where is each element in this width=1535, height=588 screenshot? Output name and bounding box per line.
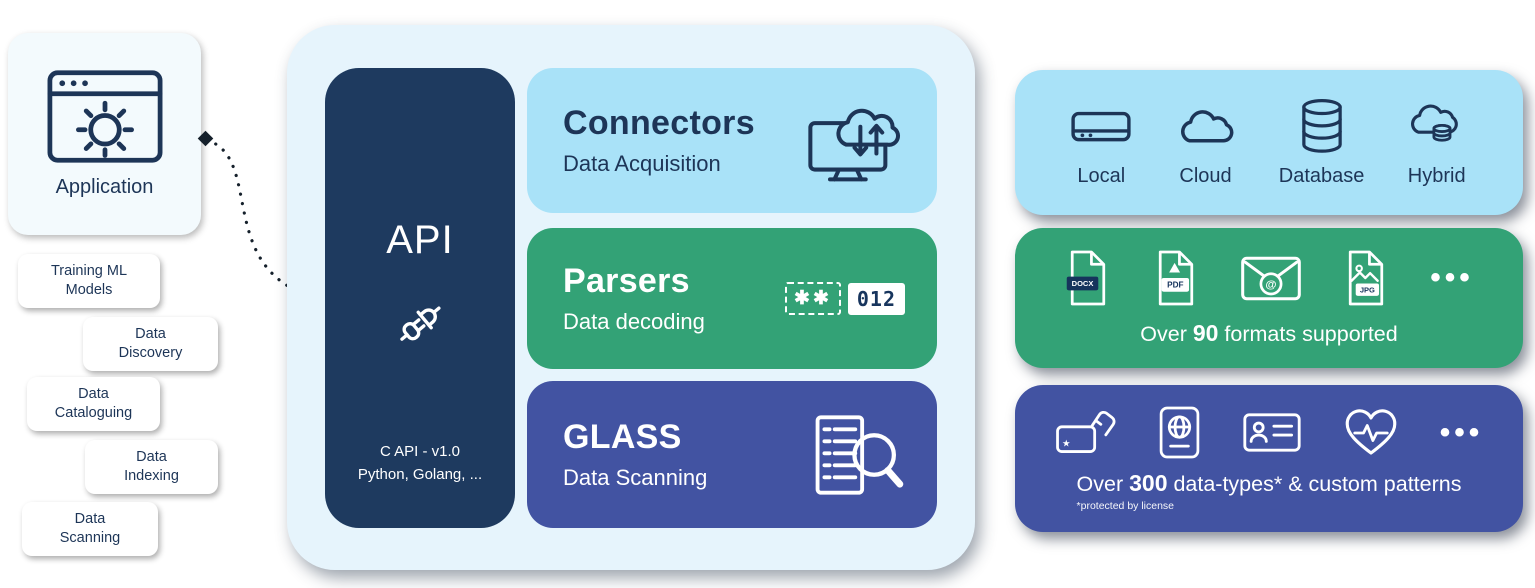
storage-label: Cloud (1179, 165, 1232, 187)
pdf-file-icon: PDF (1159, 250, 1194, 306)
license-footnote: *protected by license (1076, 500, 1175, 512)
parsers-title: Parsers (563, 262, 690, 301)
storage-label: Database (1278, 165, 1365, 187)
glass-subtitle: Data Scanning (563, 464, 708, 490)
use-case-training-ml-models: Training ML Models (18, 254, 160, 308)
formats-caption: Over 90 formats supported (1140, 320, 1398, 346)
cloud-download-monitor-icon (808, 108, 900, 181)
formats-icons-row: DOCX PDF @ (1064, 249, 1474, 307)
connectors-title: Connectors (563, 104, 755, 143)
card-star-glyph: ★ (1062, 438, 1070, 448)
hybrid-cloud-database-icon (1410, 104, 1458, 142)
formats-box: DOCX PDF @ (1015, 228, 1523, 368)
core-container: API C API - v1.0 Python, Golang, (287, 25, 975, 570)
browser-gear-icon (47, 70, 162, 163)
parsers-module: Parsers Data decoding ✱✱ 012 (527, 228, 937, 369)
jpg-image-icon: JPG (1349, 250, 1384, 306)
connectors-subtitle: Data Acquisition (563, 150, 721, 176)
masked-data-icon: ✱✱ 012 (785, 282, 905, 315)
glass-text: GLASS Data Scanning (563, 418, 707, 490)
storage-label: Local (1077, 165, 1126, 187)
storage-types-box: Local Cloud Database (1015, 70, 1523, 215)
local-drive-icon (1071, 111, 1131, 142)
api-title: API (386, 218, 454, 262)
datatypes-count: 300 (1129, 470, 1168, 496)
plug-connector-icon (325, 296, 515, 352)
cloud-icon (1180, 110, 1233, 143)
passport-icon (1159, 406, 1200, 459)
use-case-data-discovery: Data Discovery (83, 317, 218, 371)
jpg-label: JPG (1360, 285, 1375, 294)
use-case-data-cataloguing: Data Cataloguing (27, 377, 160, 431)
api-footer: C API - v1.0 Python, Golang, ... (325, 440, 515, 487)
magnifier-document-icon (815, 414, 904, 495)
storage-item-hybrid: Hybrid (1406, 97, 1468, 188)
use-case-data-indexing: Data Indexing (85, 440, 218, 494)
api-box: API C API - v1.0 Python, Golang, (325, 68, 515, 528)
storage-item-cloud: Cloud (1174, 97, 1238, 188)
glass-module: GLASS Data Scanning (527, 381, 937, 528)
id-card-icon (1243, 413, 1301, 452)
storage-label: Hybrid (1407, 165, 1466, 187)
docx-file-icon: DOCX (1066, 250, 1106, 306)
parsers-subtitle: Data decoding (563, 308, 705, 334)
email-icon: @ (1241, 256, 1302, 300)
masked-chars: ✱✱ (785, 282, 841, 315)
connectors-module: Connectors Data Acquisition (527, 68, 937, 213)
application-label: Application (55, 176, 154, 198)
storage-item-local: Local (1070, 97, 1132, 188)
connectors-text: Connectors Data Acquisition (563, 104, 755, 176)
datatypes-caption-wrap: Over 300 data-types* & custom patterns *… (1077, 470, 1462, 512)
datatypes-icons-row: ★ (1055, 405, 1484, 460)
decoded-digits: 012 (847, 282, 905, 315)
datatypes-caption: Over 300 data-types* & custom patterns (1076, 470, 1462, 496)
payment-card-hand-icon: ★ (1055, 410, 1116, 453)
formats-count: 90 (1192, 320, 1219, 346)
api-version: C API - v1.0 (379, 442, 461, 460)
database-icon (1301, 98, 1342, 153)
glass-title: GLASS (563, 418, 682, 457)
parsers-text: Parsers Data decoding (563, 262, 705, 334)
at-glyph: @ (1266, 278, 1277, 290)
docx-label: DOCX (1072, 279, 1094, 288)
application-card: Application (8, 33, 201, 235)
health-heart-pulse-icon (1345, 408, 1397, 455)
use-case-data-scanning: Data Scanning (22, 502, 158, 556)
datatypes-box: ★ (1015, 385, 1523, 532)
storage-item-database: Database (1278, 97, 1365, 188)
pdf-label: PDF (1167, 281, 1183, 290)
api-languages: Python, Golang, ... (357, 465, 483, 483)
